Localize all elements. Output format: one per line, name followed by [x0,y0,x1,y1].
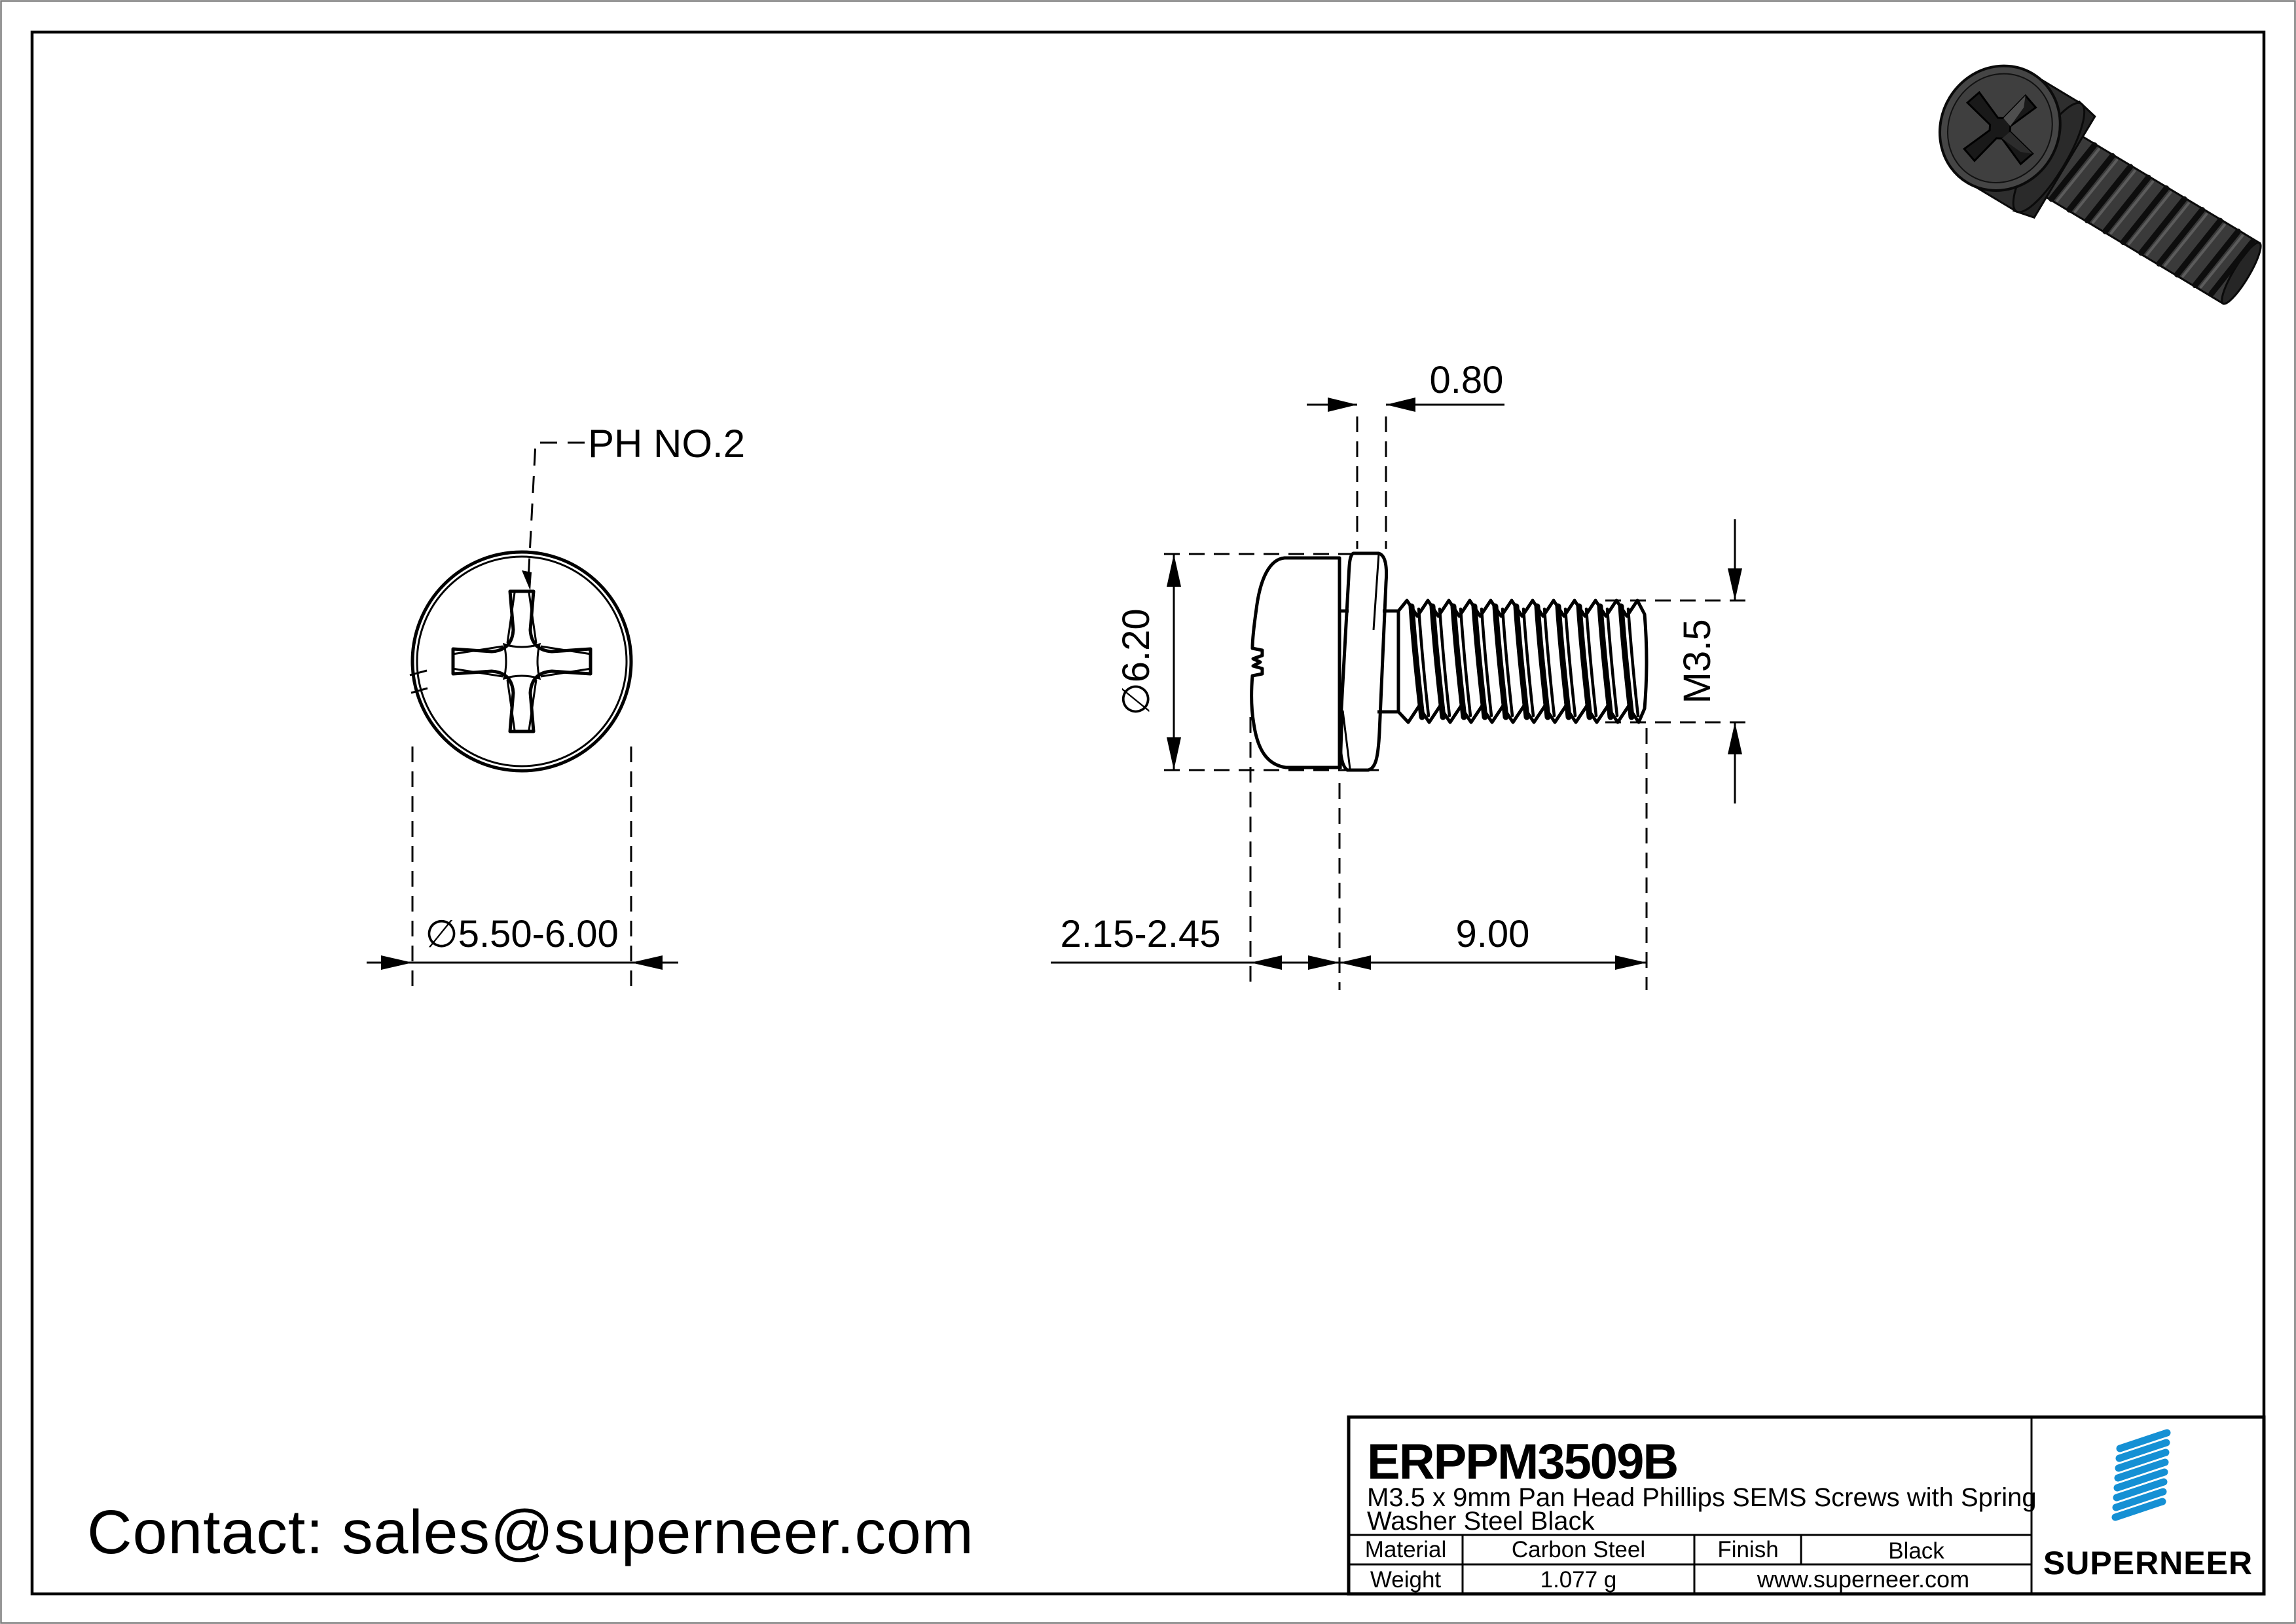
thread-length-value: 9.00 [1456,913,1530,955]
length-dimensions: 2.15-2.45 9.00 [1051,717,1648,990]
ph-callout-leader [522,441,585,591]
drawing-frame-border [30,30,2266,1596]
finish-label: Finish [1717,1537,1778,1562]
ph-callout-label: PH NO.2 [588,422,745,466]
brand-name-text: SUPERNEER [2043,1545,2253,1581]
front-diameter-dimension: ∅5.50-6.00 [367,747,678,990]
washer-inner-circle [416,555,628,767]
front-diameter-value: ∅5.50-6.00 [425,913,619,955]
washer-thickness-dimension: 0.80 [1307,359,1504,549]
title-block: ERPPM3509B M3.5 x 9mm Pan Head Phillips … [1347,1415,2266,1596]
head-profile [1250,556,1341,769]
website-link[interactable]: www.superneer.com [1757,1566,1969,1593]
head-diameter-value: ∅6.20 [1115,608,1157,715]
thread-profile [1396,599,1649,724]
screw-3d-render [1938,64,2262,305]
finish-value: Black [1888,1538,1944,1564]
phillips-recess-icon [451,589,592,733]
head-diameter-dimension: ∅6.20 [1115,553,1383,771]
superneer-logo-icon [2111,1429,2171,1521]
contact-email-text[interactable]: Contact: sales@superneer.com [87,1498,974,1567]
weight-label: Weight [1370,1567,1442,1593]
phillips-3d-icon [1962,90,2037,166]
side-view: 0.80 ∅6.20 M3.5 2.15-2 [1051,359,1745,990]
washer-split-marks [409,669,428,694]
leader-arrowhead-icon [522,570,532,591]
part-description-line1: M3.5 x 9mm Pan Head Phillips SEMS Screws… [1367,1483,2037,1512]
thread-spec-value: M3.5 [1676,619,1719,704]
part-number: ERPPM3509B [1367,1434,1677,1490]
thread-spec-dimension: M3.5 [1605,519,1745,803]
head-height-value: 2.15-2.45 [1060,913,1220,955]
material-label: Material [1365,1537,1446,1562]
weight-value: 1.077 g [1540,1567,1617,1593]
material-value: Carbon Steel [1512,1537,1645,1562]
part-description-line2: Washer Steel Black [1367,1507,1595,1536]
head-outer-circle [410,550,633,773]
shank-lines [1377,609,1398,714]
washer-thickness-value: 0.80 [1430,359,1504,401]
spring-washer-profile [1338,551,1389,772]
front-view: PH NO.2 ∅5.50-6.00 [367,422,745,990]
